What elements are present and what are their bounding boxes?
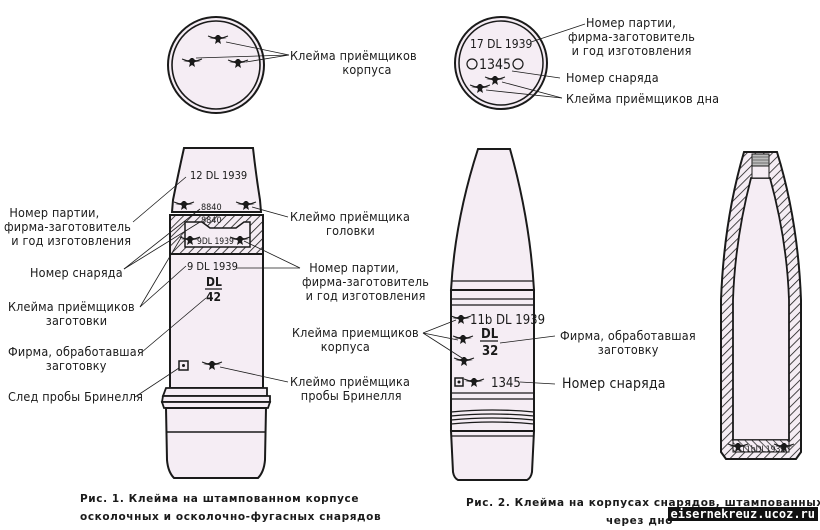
fig2-body-acceptors-label: Клейма приемщиков корпуса xyxy=(292,326,419,354)
caption-line: осколочных и осколочно-фугасных снарядов xyxy=(80,511,382,523)
fig1-brinell-trace-label: След пробы Бринелля xyxy=(8,389,144,404)
label-line: заготовку xyxy=(45,358,107,373)
fig2-caption: Рис. 2. Клейма на корпусах снарядов, шта… xyxy=(466,494,820,530)
label-line: Номер партии, xyxy=(309,260,400,275)
label-line: фирма-заготовитель xyxy=(302,274,430,289)
label-line: Номер партии, xyxy=(9,205,100,220)
label-line: Клейма приёмщиков xyxy=(8,299,135,314)
caption-line: Рис. 2. Клейма на корпусах снарядов, шта… xyxy=(466,497,820,509)
fig2-base-view: 17 DL 1939 1345 xyxy=(454,16,586,110)
fig1-top-view xyxy=(167,16,290,114)
caption-line: через дно xyxy=(606,515,674,527)
fig1-lot-left-label: Номер партии, фирма-заготовитель и год и… xyxy=(4,206,131,248)
fig1-lot-right-label: Номер партии, фирма-заготовитель и год и… xyxy=(302,261,429,303)
label-line: Клейма приемщиков xyxy=(292,325,419,340)
fig2-base-acceptors-label: Клейма приёмщиков дна xyxy=(566,91,720,106)
label-line: фирма-заготовитель xyxy=(4,219,132,234)
label-line: головки xyxy=(326,223,375,238)
mark-firm-top: DL xyxy=(206,275,222,289)
fig1-proj-number-label: Номер снаряда xyxy=(30,265,123,280)
fig2-base-lot-label: Номер партии, фирма-заготовитель и год и… xyxy=(568,15,695,58)
label-line: Номер партии, xyxy=(586,15,676,30)
label-line: корпуса xyxy=(320,339,370,354)
mark-firm-bottom: 42 xyxy=(206,290,221,304)
base-mark-proj-num: 1345 xyxy=(479,57,511,73)
fig2-section: 11bDL1939 xyxy=(720,151,802,460)
fig1-brinell-acceptor-label: Клеймо приёмщика пробы Бринелля xyxy=(290,375,410,403)
label-line: Фирма, обработавшая xyxy=(8,344,144,359)
brinell-trace-icon xyxy=(454,377,464,387)
watermark: eisernekreuz.ucoz.ru xyxy=(667,507,818,521)
mark-proj-num-2: 8840 xyxy=(201,216,222,226)
label-line: фирма-заготовитель xyxy=(568,29,696,44)
fig2-shell: 11b DL 1939 DL 32 1345 xyxy=(422,148,556,481)
mark-proj-num-1: 8840 xyxy=(201,203,222,213)
fig2-firm-machined-label: Фирма, обработавшая заготовку xyxy=(560,329,696,357)
shell2-mark-firm-bottom: 32 xyxy=(482,344,498,359)
fig1-top-acceptors-label: Клейма приёмщиков корпуса xyxy=(290,49,417,77)
label-line: и год изготовления xyxy=(305,288,426,303)
fig1-head-acceptor-label: Клеймо приёмщика головки xyxy=(290,210,410,238)
shell2-mark-firm-top: DL xyxy=(481,327,499,342)
mark-lot-body: 9 DL 1939 xyxy=(187,260,238,273)
mark-lot-head: 12 DL 1939 xyxy=(190,169,247,182)
base-mark-lot: 17 DL 1939 xyxy=(470,37,533,51)
shell2-mark-lot: 11b DL 1939 xyxy=(470,313,545,328)
fig2-base-proj-number-label: Номер снаряда xyxy=(566,70,659,85)
label-line: и год изготовления xyxy=(571,43,692,58)
shell2-mark-proj-num: 1345 xyxy=(491,376,521,391)
fig1-blank-acceptors-label: Клейма приёмщиков заготовки xyxy=(8,300,135,328)
section-mark: 11bDL1939 xyxy=(741,445,785,455)
fig2-proj-number-label: Номер снаряда xyxy=(562,376,666,392)
label-line: Фирма, обработавшая xyxy=(560,328,696,343)
label-line: Клейма приёмщиков xyxy=(290,48,417,63)
fig1-caption: Рис. 1. Клейма на штампованном корпусе о… xyxy=(80,490,381,526)
label-line: заготовки xyxy=(45,313,108,328)
caption-line: Рис. 1. Клейма на штампованном корпусе xyxy=(80,493,360,505)
mark-inner-lot: 9DL 1939 xyxy=(197,237,234,247)
fig1-firm-machined-label: Фирма, обработавшая заготовку xyxy=(8,345,144,373)
label-line: Клеймо приёмщика xyxy=(290,374,411,389)
label-line: заготовку xyxy=(597,342,659,357)
fig1-shell: 12 DL 1939 8840 8840 9DL 1939 9 DL 1939 … xyxy=(123,147,301,479)
label-line: корпуса xyxy=(342,62,392,77)
label-line: Клеймо приёмщика xyxy=(290,209,411,224)
label-line: пробы Бринелля xyxy=(300,388,402,403)
label-line: и год изготовления xyxy=(11,233,132,248)
brinell-trace-icon xyxy=(178,360,189,371)
